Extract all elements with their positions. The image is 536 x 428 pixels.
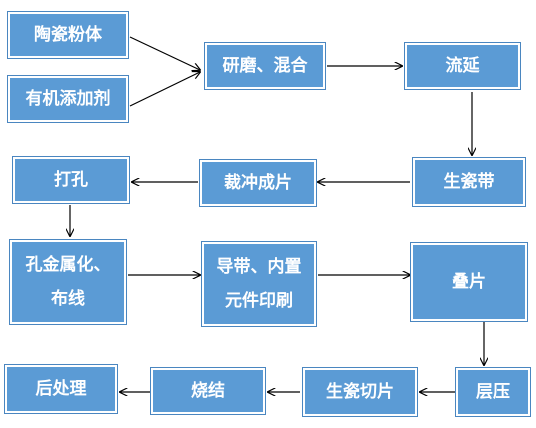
node-punch-hole: 打孔 xyxy=(13,157,129,203)
node-hole-metallization: 孔金属化、 布线 xyxy=(10,240,126,324)
node-stack: 叠片 xyxy=(411,243,527,321)
node-cut-punch: 裁冲成片 xyxy=(200,160,316,206)
node-green-cut: 生瓷切片 xyxy=(303,368,417,416)
node-casting: 流延 xyxy=(405,43,520,89)
arrow-additive-to-grind xyxy=(129,72,200,107)
node-green-tape: 生瓷带 xyxy=(413,158,525,206)
node-organic-additive: 有机添加剂 xyxy=(8,76,128,122)
node-conductor-print: 导带、内置 元件印刷 xyxy=(202,242,316,326)
arrow-powder-to-grind xyxy=(129,36,200,70)
node-laminate: 层压 xyxy=(456,368,530,416)
node-sinter: 烧结 xyxy=(151,368,265,414)
node-ceramic-powder: 陶瓷粉体 xyxy=(8,12,128,58)
node-grind-mix: 研磨、混合 xyxy=(205,43,325,89)
node-post-process: 后处理 xyxy=(5,365,117,413)
